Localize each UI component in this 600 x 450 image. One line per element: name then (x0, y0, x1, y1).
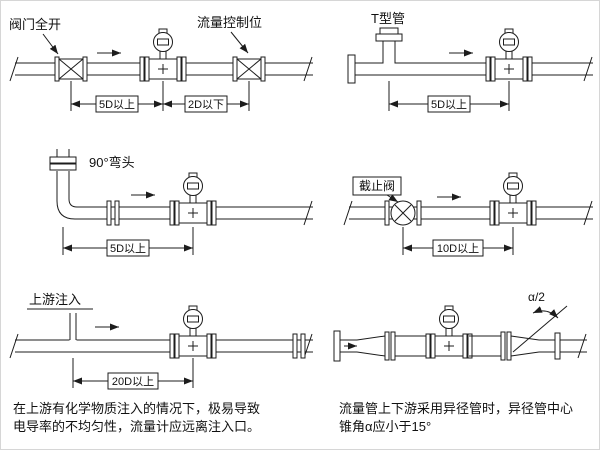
dimension-label: 2D以下 (188, 99, 224, 111)
panel-title: 截止阀 (359, 179, 395, 193)
pipe-break-mark (577, 333, 587, 359)
panel-title: 上游注入 (29, 292, 81, 307)
pipe-break-mark (303, 200, 313, 226)
panel-reducer: α/2 流量管上下游采用异径管时，异径管中心 锥角α应小于15° (333, 290, 587, 434)
dimension-label-box (107, 372, 159, 390)
elbow-stub (56, 149, 70, 157)
panel-title: T型管 (371, 11, 405, 26)
valve-symbol (54, 56, 88, 82)
elbow-outer (56, 171, 76, 220)
flange (390, 331, 396, 361)
flange-pair (292, 333, 306, 359)
branch-opening (383, 61, 395, 65)
pipe-break-mark (583, 56, 593, 82)
branch-flange-cap (379, 27, 399, 35)
pipe-break-marks (9, 333, 313, 359)
leader-arrow (42, 33, 59, 55)
dimension-label: 5D以上 (99, 98, 135, 111)
reducer-cone-left (356, 335, 386, 357)
dimension-label-box (432, 239, 484, 257)
panel-valve-fully-open: 阀门全开 流量控制位 5D以上 2D以下 (9, 15, 313, 113)
flowmeter-symbol (169, 305, 217, 359)
label-box (352, 176, 402, 196)
dimension-label: 5D以上 (110, 242, 146, 255)
flowmeter-symbol (139, 28, 187, 82)
elbow-inner (68, 171, 78, 208)
branch-flange (375, 33, 403, 42)
flange (554, 332, 561, 360)
flowmeter-symbol (489, 172, 537, 226)
panel-title: 阀门全开 (9, 17, 61, 32)
dimension-label: 5D以上 (431, 98, 467, 111)
large-pipe-right (469, 335, 501, 357)
branch-pipe (382, 41, 396, 63)
reducer-cone-right (510, 335, 540, 357)
caption-line: 流量管上下游采用异径管时，异径管中心 (339, 401, 573, 416)
dimension-label-box (427, 95, 471, 113)
elbow-flange (49, 163, 77, 171)
large-pipe-left (395, 335, 429, 357)
flange (500, 331, 506, 361)
angle-arc (532, 306, 559, 319)
dimension-label-box (95, 95, 139, 113)
leader-arrow (386, 194, 399, 203)
control-valve-symbol (232, 56, 266, 82)
flowmeter-symbol (485, 28, 533, 82)
flange-pair (106, 200, 120, 226)
caption-line: 在上游有化学物质注入的情况下，极易导致 (13, 401, 260, 416)
flowmeter-symbol (169, 172, 217, 226)
end-flange (333, 330, 341, 362)
flange (384, 331, 390, 361)
dimension-label-box (184, 95, 228, 113)
angle-label: α/2 (528, 290, 545, 304)
dimension-label: 20D以上 (112, 375, 154, 388)
pipe (349, 206, 593, 220)
panel-upstream-injection: 上游注入 20D以上 在上游有化学物质注入的情况下，极易导致 电导率的不均匀性，… (9, 292, 313, 434)
leader-arrow (230, 31, 249, 54)
panel-stop-valve: 截止阀 10D以上 (343, 172, 593, 257)
flowmeter-symbol (425, 305, 473, 359)
caption-line: 锥角α应小于15° (339, 419, 431, 434)
dimension-label-box (106, 239, 150, 257)
pipe-break-marks (343, 200, 593, 226)
flange (506, 331, 512, 361)
elbow-flange (49, 156, 77, 164)
panel-title: 90°弯头 (89, 155, 135, 170)
dimension-label: 10D以上 (437, 242, 479, 255)
small-pipe-right (539, 339, 587, 353)
pipe-break-marks (9, 56, 313, 82)
control-position-label: 流量控制位 (197, 15, 262, 30)
stop-valve-symbol (384, 200, 422, 226)
angle-reference-line (512, 305, 568, 353)
end-flange (347, 54, 356, 84)
panel-elbow: 90°弯头 5D以上 (49, 149, 313, 257)
panel-t-pipe: T型管 5D以上 (347, 11, 593, 113)
pipe (15, 339, 313, 353)
injection-tube (69, 313, 77, 340)
injection-opening (69, 338, 77, 342)
caption-line: 电导率的不均匀性，流量计应远离注入口。 (13, 419, 260, 434)
